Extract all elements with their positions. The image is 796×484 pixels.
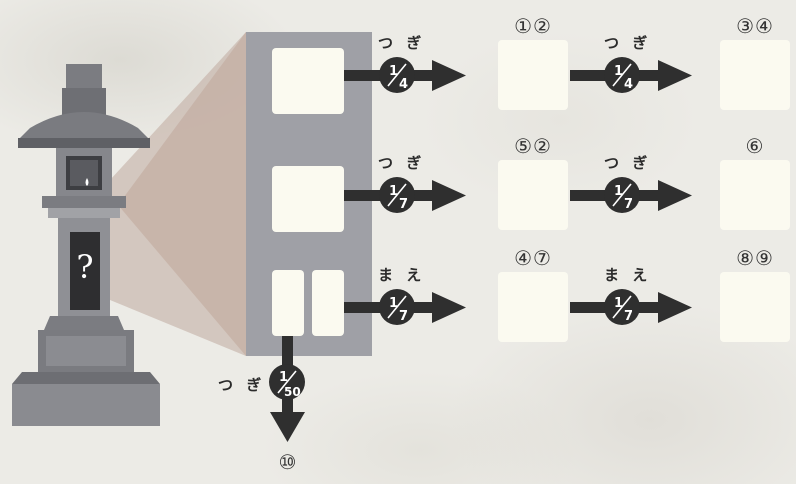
frac-den-r3b: 7 (624, 309, 633, 324)
label-row3-mid: ④⑦ (514, 246, 552, 270)
frac-den-down: 50 (284, 385, 301, 399)
panel-cell-3b[interactable] (312, 270, 344, 336)
lantern-question-mark: ? (76, 248, 94, 286)
frac-num-r1b: 1 (614, 64, 623, 79)
panel-cell-1[interactable] (272, 48, 344, 114)
answer-box-row1-end[interactable] (720, 40, 790, 110)
frac-num-r3a: 1 (389, 296, 398, 311)
label-row1-mid: ①② (514, 14, 552, 38)
stone-lantern (12, 32, 246, 426)
frac-den-r1b: 4 (624, 77, 633, 92)
answer-box-row2-mid[interactable] (498, 160, 568, 230)
frac-den-r3a: 7 (399, 309, 408, 324)
answer-box-row3-end[interactable] (720, 272, 790, 342)
kana-row3-a: ま え (378, 266, 426, 284)
kana-row1-a: つ ぎ (378, 34, 426, 52)
label-row2-end: ⑥ (745, 134, 765, 158)
frac-den-r2a: 7 (399, 197, 408, 212)
label-row2-mid: ⑤② (514, 134, 552, 158)
panel-cell-2[interactable] (272, 166, 344, 232)
panel-cell-3a[interactable] (272, 270, 304, 336)
kana-row2-b: つ ぎ (604, 154, 652, 172)
answer-box-row1-mid[interactable] (498, 40, 568, 110)
candle-flame (85, 178, 89, 186)
kana-row3-b: ま え (604, 266, 652, 284)
frac-den-r2b: 7 (624, 197, 633, 212)
frac-den-r1a: 4 (399, 77, 408, 92)
frac-num-r1a: 1 (389, 64, 398, 79)
answer-box-row3-mid[interactable] (498, 272, 568, 342)
frac-num-down: 1 (279, 370, 288, 385)
label-row3-end: ⑧⑨ (736, 246, 774, 270)
kana-down: つ ぎ (218, 376, 266, 394)
frac-num-r2a: 1 (389, 184, 398, 199)
frac-num-r2b: 1 (614, 184, 623, 199)
kana-row1-b: つ ぎ (604, 34, 652, 52)
answer-box-row2-end[interactable] (720, 160, 790, 230)
label-row1-end: ③④ (736, 14, 774, 38)
kana-row2-a: つ ぎ (378, 154, 426, 172)
label-down-end: ⑩ (278, 450, 298, 474)
frac-num-r3b: 1 (614, 296, 623, 311)
